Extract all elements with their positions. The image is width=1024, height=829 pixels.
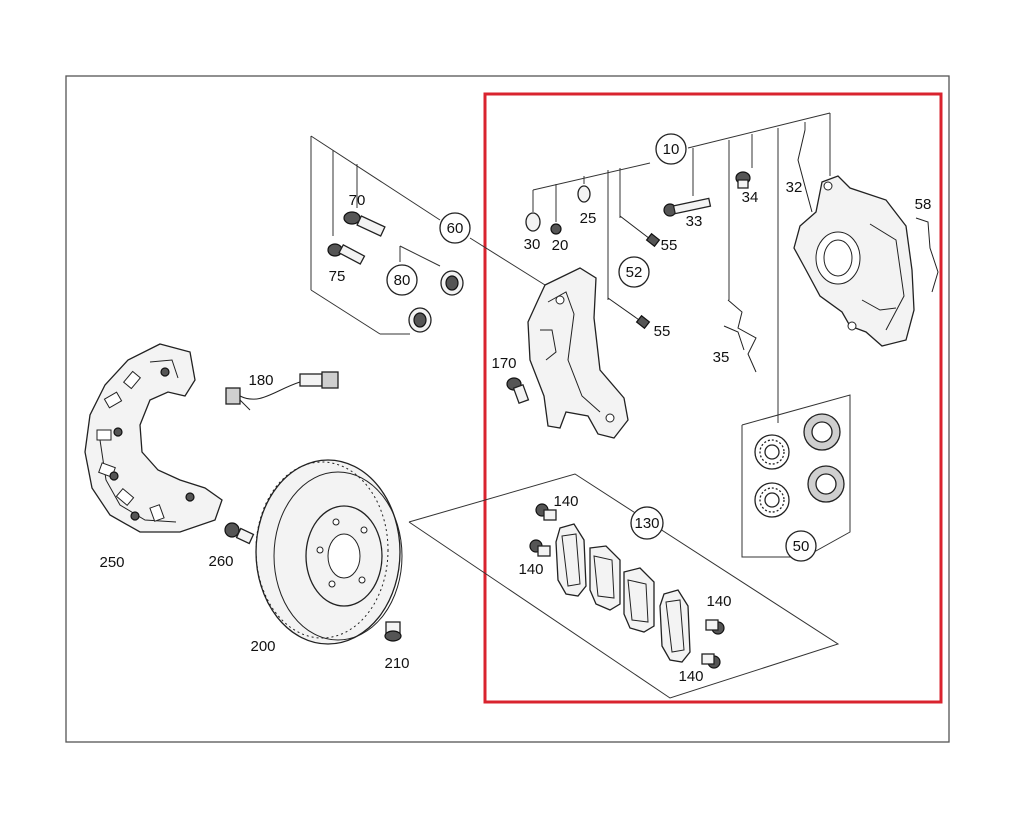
bolt-170-part <box>506 377 530 405</box>
small-parts-30-20-25 <box>525 185 591 235</box>
callout-35: 35 <box>713 349 730 366</box>
callout-60: 60 <box>447 220 464 237</box>
highlight-frame <box>483 92 943 704</box>
callout-170: 170 <box>491 355 516 372</box>
callout-10: 10 <box>663 141 680 158</box>
callout-55b: 55 <box>654 323 671 340</box>
callout-25: 25 <box>580 210 597 227</box>
bolt-210-part <box>384 621 402 642</box>
spring-32-part <box>797 129 813 213</box>
callout-200: 200 <box>250 638 275 655</box>
pad-bolts-140-part <box>529 503 725 669</box>
callout-34: 34 <box>742 189 759 206</box>
callout-140d: 140 <box>678 668 703 685</box>
callout-50: 50 <box>793 538 810 555</box>
diagram-frame <box>65 75 950 743</box>
bolt-33-part <box>663 197 712 217</box>
spring-clip-35-part <box>723 299 757 373</box>
callout-210: 210 <box>384 655 409 672</box>
backing-plate-part <box>84 343 223 533</box>
callout-58: 58 <box>915 196 932 213</box>
guide-pins-part <box>607 215 661 330</box>
part-34 <box>735 171 751 189</box>
wear-sensor-part <box>225 371 339 411</box>
bolt-70-part <box>343 211 386 237</box>
callout-140c: 140 <box>706 593 731 610</box>
callout-70: 70 <box>349 192 366 209</box>
bolt-75-part <box>327 243 366 265</box>
part-58 <box>915 217 939 293</box>
callout-55a: 55 <box>661 237 678 254</box>
callout-32: 32 <box>786 179 803 196</box>
brake-disc-part <box>255 459 403 645</box>
callout-75: 75 <box>329 268 346 285</box>
bushing-60-part <box>440 270 464 296</box>
leader-lines <box>310 112 851 699</box>
callout-260: 260 <box>208 553 233 570</box>
callout-140b: 140 <box>518 561 543 578</box>
callout-circles <box>386 133 817 562</box>
callout-20: 20 <box>552 237 569 254</box>
callout-30: 30 <box>524 236 541 253</box>
callout-180: 180 <box>248 372 273 389</box>
bushing-80-part <box>408 307 432 333</box>
callout-130: 130 <box>634 515 659 532</box>
bolt-260-part <box>224 522 255 545</box>
caliper-carrier-part <box>527 267 629 439</box>
callout-80: 80 <box>394 272 411 289</box>
callout-140a: 140 <box>553 493 578 510</box>
callout-250: 250 <box>99 554 124 571</box>
callout-labels: 10 60 80 52 130 50 30 20 25 33 34 32 58 … <box>99 141 931 685</box>
brake-pads-part <box>555 523 691 663</box>
callout-52: 52 <box>626 264 643 281</box>
seal-kit-part <box>754 413 845 518</box>
callout-33: 33 <box>686 213 703 230</box>
caliper-housing-part <box>793 175 915 347</box>
